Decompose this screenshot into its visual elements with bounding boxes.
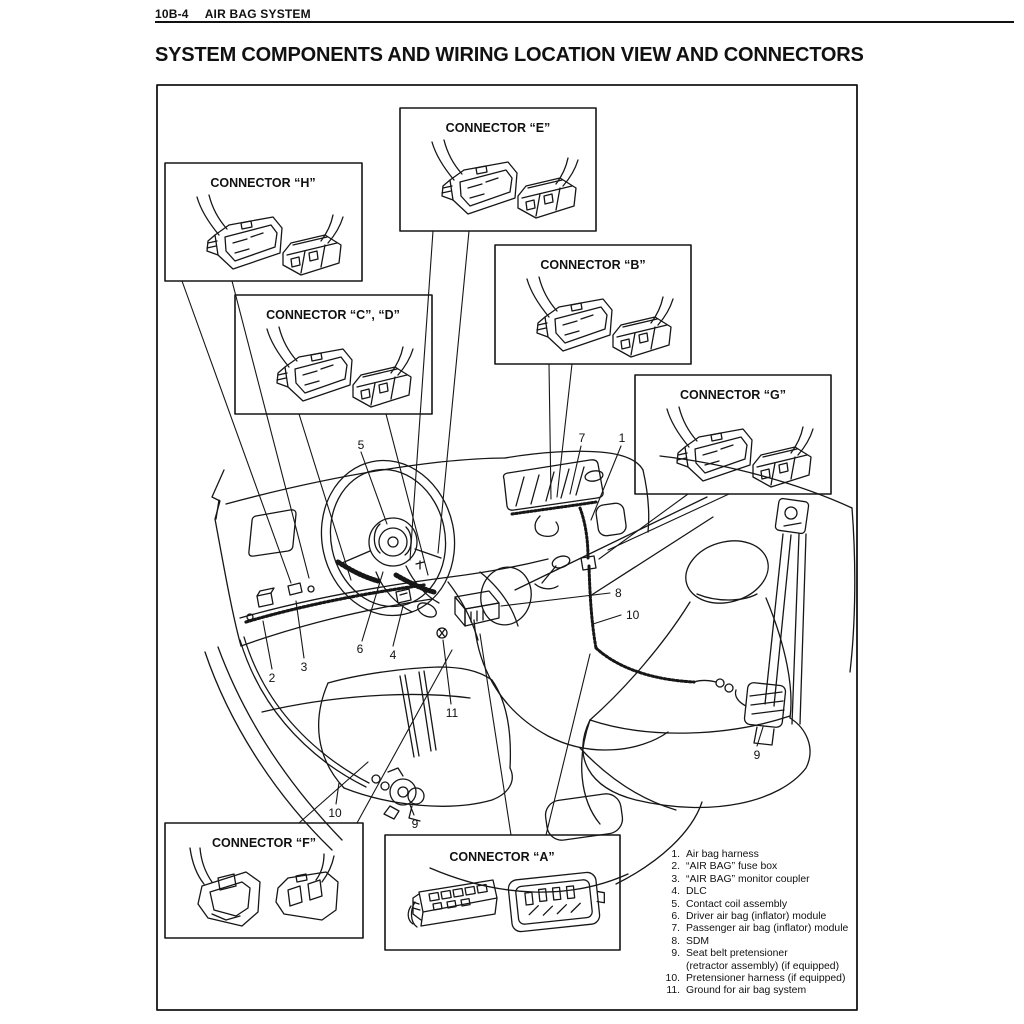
connector-box-cd-label: CONNECTOR “C”, “D” (266, 308, 400, 322)
connector-box-b-label: CONNECTOR “B” (540, 258, 645, 272)
callout-7: 7 (579, 431, 586, 445)
legend-item-7: 7.Passenger air bag (inflator) module (671, 923, 849, 935)
box-leader-lines (181, 230, 730, 836)
page-number: 10B-4 (155, 7, 189, 21)
legend: 1.Air bag harness 2.“AIR BAG” fuse box 3… (660, 849, 849, 998)
callout-8: 8 (615, 586, 622, 600)
section-title: AIR BAG SYSTEM (204, 7, 311, 21)
connector-box-b: CONNECTOR “B” (494, 244, 692, 365)
callout-9-right: 9 (754, 748, 761, 762)
legend-item-9: 9.Seat belt pretensioner (671, 948, 788, 960)
legend-item-2: 2.“AIR BAG” fuse box (671, 861, 778, 873)
callout-2: 2 (269, 671, 276, 685)
connector-box-h-label: CONNECTOR “H” (210, 176, 315, 190)
connector-box-a: CONNECTOR “A” (384, 834, 621, 951)
connector-box-e: CONNECTOR “E” (399, 107, 597, 232)
legend-item-3: 3.“AIR BAG” monitor coupler (671, 873, 810, 885)
callout-3: 3 (301, 660, 308, 674)
legend-item-1: 1.Air bag harness (671, 849, 759, 860)
connector-box-g: CONNECTOR “G” (634, 374, 832, 495)
callout-5: 5 (358, 438, 365, 452)
legend-item-6: 6.Driver air bag (inflator) module (671, 911, 827, 923)
connector-box-cd: CONNECTOR “C”, “D” (234, 294, 433, 415)
connector-box-f-label: CONNECTOR “F” (212, 836, 316, 850)
legend-item-9-line2: (retractor assembly) (if equipped) (686, 960, 840, 972)
callout-4: 4 (390, 648, 397, 662)
legend-item-8: 8.SDM (671, 935, 710, 947)
callouts: 5 7 1 2 3 6 4 11 8 10 9 10 9 (262, 431, 764, 831)
connector-box-h: CONNECTOR “H” (164, 162, 363, 282)
callout-10-bottom: 10 (328, 806, 342, 820)
page-header: 10B-4 AIR BAG SYSTEM (155, 7, 311, 21)
callout-6: 6 (357, 642, 364, 656)
legend-item-11: 11.Ground for air bag system (666, 985, 807, 997)
legend-item-4: 4.DLC (671, 886, 707, 898)
header-rule (155, 21, 1014, 23)
connector-box-a-label: CONNECTOR “A” (449, 850, 554, 864)
connector-boxes: CONNECTOR “H” CONNECTOR “E” CONNECTOR “C… (164, 107, 832, 951)
connector-box-g-label: CONNECTOR “G” (680, 388, 786, 402)
callout-10-right: 10 (626, 608, 640, 622)
callout-9-bottom: 9 (412, 817, 419, 831)
legend-item-10: 10.Pretensioner harness (if equipped) (665, 973, 846, 985)
connector-box-f: CONNECTOR “F” (164, 822, 364, 939)
callout-11: 11 (446, 706, 459, 720)
figure-frame (156, 84, 858, 1011)
callout-leader-lines (262, 445, 764, 816)
callout-1: 1 (619, 431, 626, 445)
connector-box-e-label: CONNECTOR “E” (446, 121, 551, 135)
legend-item-5: 5.Contact coil assembly (671, 898, 788, 910)
page-title: SYSTEM COMPONENTS AND WIRING LOCATION VI… (155, 44, 864, 66)
